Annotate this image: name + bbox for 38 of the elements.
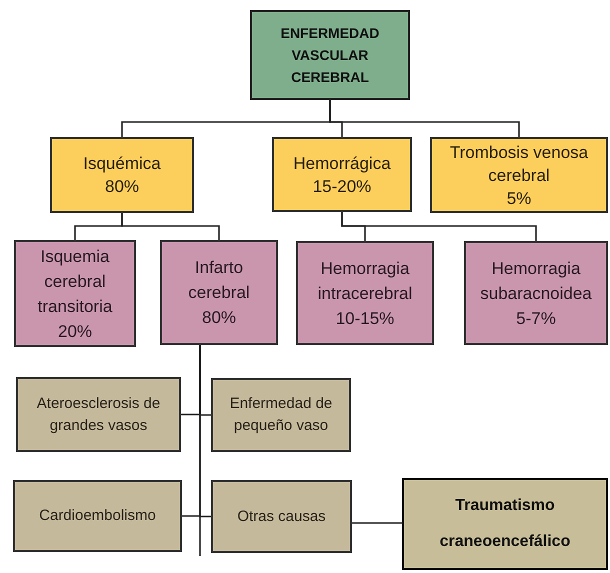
box-text: ENFERMEDAD VASCULAR CEREBRAL (280, 24, 380, 87)
cause-box (211, 480, 352, 553)
box-text: 80% (104, 176, 140, 198)
box-text: 10-15% (336, 308, 394, 330)
connector-line (341, 212, 537, 241)
category-box (430, 137, 608, 213)
connector-line (329, 100, 520, 137)
connector-line (352, 522, 402, 524)
box-text: Isquemia cerebral transitoria (36, 246, 114, 318)
box-text: Hemorrágica (293, 152, 391, 174)
box-text: Otras causas (237, 506, 326, 526)
box-text: 5% (506, 188, 532, 210)
cause-box (211, 378, 351, 452)
box-text: 80% (202, 307, 236, 329)
box-text: Trombosis venosa cerebral (448, 142, 590, 186)
connector-line (199, 345, 211, 518)
subtype-box (296, 241, 434, 345)
box-text: Hemorragia subaracnoidea (479, 258, 593, 304)
box-text: Ateroesclerosis de grandes vasos (36, 394, 162, 436)
cause-box (13, 480, 182, 552)
category-box (272, 137, 412, 212)
box-text: 5-7% (516, 308, 556, 330)
box-text: Traumatismo craneoencefálico (438, 496, 572, 552)
category-box (50, 137, 194, 213)
subtype-box (14, 240, 136, 347)
box-text: Infarto cerebral (187, 257, 251, 304)
subtype-box (160, 240, 278, 345)
box-text: 15-20% (312, 176, 372, 198)
box-text: Isquémica (83, 153, 161, 175)
subtype-box (464, 241, 608, 345)
connector-line (121, 213, 220, 240)
root-box (250, 10, 410, 100)
box-text: Hemorragia intracerebral (316, 258, 414, 304)
box-text: Cardioembolismo (39, 506, 156, 526)
cause-box (402, 478, 608, 570)
box-text: 20% (58, 320, 92, 342)
box-text: Enfermedad de pequeño vaso (228, 394, 334, 436)
cause-box (16, 377, 181, 452)
